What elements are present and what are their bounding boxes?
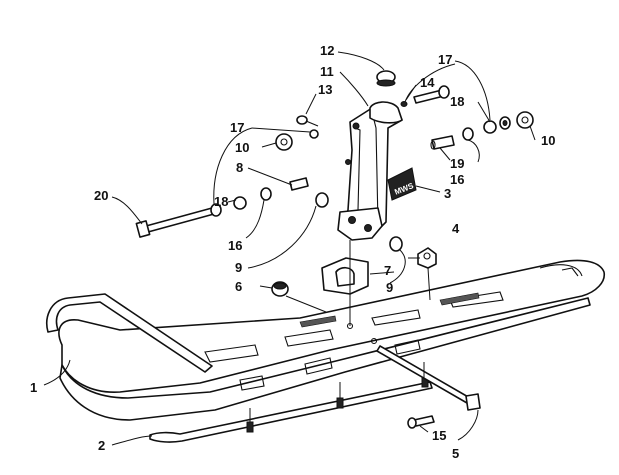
callout-1: 1 bbox=[30, 380, 37, 395]
callout-2: 2 bbox=[98, 438, 105, 453]
leader-lines bbox=[43, 51, 536, 446]
callout-16b: 16 bbox=[450, 172, 464, 187]
callout-18a: 18 bbox=[214, 194, 228, 209]
ski-mount-bolt bbox=[376, 345, 481, 411]
spindle-cap bbox=[376, 70, 396, 87]
ski-bracket bbox=[321, 257, 369, 295]
ski-runner-skag bbox=[149, 377, 433, 443]
callout-15: 15 bbox=[432, 428, 446, 443]
callout-20: 20 bbox=[94, 188, 108, 203]
callout-14: 14 bbox=[420, 75, 435, 90]
spindle-nut bbox=[417, 247, 437, 269]
ski-handle-loop bbox=[46, 293, 213, 373]
bumper bbox=[271, 281, 289, 297]
upper-hardware bbox=[296, 85, 534, 150]
callout-8: 8 bbox=[236, 160, 243, 175]
callout-5: 5 bbox=[452, 446, 459, 461]
callout-6: 6 bbox=[235, 279, 242, 294]
callout-13: 13 bbox=[318, 82, 332, 97]
callout-labels: 1 2 3 4 5 6 7 8 9 9 10 10 11 12 13 14 15… bbox=[30, 43, 555, 461]
callout-10b: 10 bbox=[541, 133, 555, 148]
decal: MWS bbox=[387, 167, 417, 201]
callout-4: 4 bbox=[452, 221, 460, 236]
callout-7: 7 bbox=[384, 263, 391, 278]
lower-hardware bbox=[135, 129, 403, 252]
callout-10a: 10 bbox=[235, 140, 249, 155]
skag-bolt bbox=[407, 415, 435, 429]
callout-16a: 16 bbox=[228, 238, 242, 253]
callout-3: 3 bbox=[444, 186, 451, 201]
callout-17b: 17 bbox=[438, 52, 452, 67]
callout-12: 12 bbox=[320, 43, 334, 58]
callout-11: 11 bbox=[320, 64, 334, 79]
callout-9b: 9 bbox=[386, 280, 393, 295]
callout-17a: 17 bbox=[230, 120, 244, 135]
spindle bbox=[337, 101, 403, 241]
callout-18b: 18 bbox=[450, 94, 464, 109]
callout-9a: 9 bbox=[235, 260, 242, 275]
callout-19: 19 bbox=[450, 156, 464, 171]
